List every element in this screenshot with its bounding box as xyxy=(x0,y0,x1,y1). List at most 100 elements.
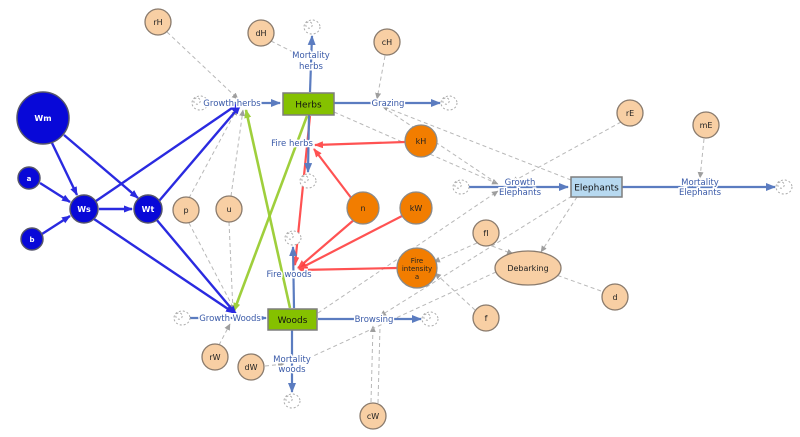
flow-label-fire-herbs[interactable]: Fire herbs xyxy=(270,138,315,151)
flow-label-mortality-herbs-2[interactable]: herbs xyxy=(298,61,326,74)
node-mE[interactable]: mE xyxy=(692,111,720,139)
flow-label-mortality-woods-2[interactable]: woods xyxy=(277,364,308,377)
link-cH-grazing[interactable] xyxy=(375,55,386,100)
node-kH[interactable]: kH xyxy=(404,124,438,158)
cloud-mortality-elephants-sink[interactable] xyxy=(775,179,793,195)
link-d-debarking[interactable] xyxy=(547,271,602,292)
stock-herbs[interactable]: Herbs xyxy=(282,92,335,116)
flow-label-mortality-elephants-1[interactable]: Mortality xyxy=(680,177,721,190)
flow-mortality-herbs[interactable] xyxy=(307,35,316,93)
link-debarking-mortality-woods[interactable] xyxy=(297,271,497,364)
link-Ws-growth-herbs[interactable] xyxy=(95,103,239,202)
node-a[interactable]: a xyxy=(17,166,41,190)
link-n-fire-woods[interactable] xyxy=(297,218,356,269)
link-Wm-Wt[interactable] xyxy=(63,134,139,199)
link-grazing-growth-elephants[interactable] xyxy=(382,106,496,183)
stock-elephants[interactable]: Elephants xyxy=(570,176,623,198)
node-fI[interactable]: fI xyxy=(472,219,500,247)
cloud-grazing-sink[interactable] xyxy=(440,95,458,111)
link-dW-mortality-woods[interactable] xyxy=(264,361,285,368)
flow-fire-herbs[interactable] xyxy=(304,114,313,173)
link-fire-intensity-fire-woods[interactable] xyxy=(299,266,398,274)
flow-label-growth-woods[interactable]: Growth Woods xyxy=(198,313,263,326)
cloud-growth-herbs-source[interactable] xyxy=(191,95,209,111)
link-fI-fire-intensity[interactable] xyxy=(433,242,478,263)
node-Ws[interactable]: Ws xyxy=(69,194,99,224)
link-elephants-browsing[interactable] xyxy=(379,195,573,317)
link-woods-growth-herbs[interactable] xyxy=(244,109,292,309)
node-b[interactable]: b xyxy=(20,227,44,251)
flow-label-growth-elephants-2[interactable]: Elephants xyxy=(497,187,543,200)
node-d[interactable]: d xyxy=(601,283,629,311)
flow-label-mortality-herbs-1[interactable]: Mortality xyxy=(291,50,332,63)
link-p-growth-herbs[interactable] xyxy=(188,108,238,199)
link-Wt-growth-woods[interactable] xyxy=(155,218,237,315)
flow-label-browsing[interactable]: Browsing xyxy=(353,314,395,327)
node-Wt[interactable]: Wt xyxy=(133,194,163,224)
link-mE-mortality-elephants[interactable] xyxy=(697,138,705,179)
node-f[interactable]: f xyxy=(472,304,500,332)
link-cW-browsing-2[interactable] xyxy=(377,326,381,404)
node-a-label: a xyxy=(27,175,32,183)
link-rH-growth-herbs[interactable] xyxy=(166,31,239,100)
link-a-Ws[interactable] xyxy=(39,181,71,204)
flow-label-growth-herbs[interactable]: Growth herbs xyxy=(202,98,263,111)
node-p[interactable]: p xyxy=(172,196,200,224)
link-herbs-growth-elephants[interactable] xyxy=(333,111,499,185)
cloud-mortality-herbs-sink[interactable] xyxy=(303,19,321,35)
node-rE[interactable]: rE xyxy=(616,99,644,127)
flow-label-growth-elephants-1[interactable]: Growth xyxy=(503,177,537,190)
node-kH-label: kH xyxy=(416,137,427,146)
cloud-fire-woods-sink[interactable] xyxy=(284,230,302,246)
node-fire-intensity-label-3: a xyxy=(415,273,419,281)
node-kW[interactable]: kW xyxy=(399,191,433,225)
flow-label-grazing[interactable]: Grazing xyxy=(370,98,406,111)
link-Ws-growth-woods[interactable] xyxy=(93,218,235,314)
node-rH[interactable]: rH xyxy=(144,8,172,36)
node-debarking[interactable]: Debarking xyxy=(494,250,562,286)
link-kW-fire-woods[interactable] xyxy=(298,215,403,270)
link-b-Ws[interactable] xyxy=(41,214,71,236)
node-cW[interactable]: cW xyxy=(359,402,387,430)
node-Wm[interactable]: Wm xyxy=(16,91,70,145)
link-cW-browsing[interactable] xyxy=(369,325,376,403)
node-b-label: b xyxy=(29,236,34,244)
cloud-mortality-woods-sink[interactable] xyxy=(283,393,301,409)
dashed-links xyxy=(166,31,705,404)
flow-label-mortality-elephants-2[interactable]: Elephants xyxy=(677,187,723,200)
link-f-fire-intensity[interactable] xyxy=(434,272,476,311)
link-kH-fire-herbs[interactable] xyxy=(314,140,406,149)
link-elephants-grazing[interactable] xyxy=(381,105,572,181)
cloud-fire-herbs-sink[interactable] xyxy=(299,173,317,189)
link-fI-debarking[interactable] xyxy=(491,245,514,255)
link-herbs-growth-woods[interactable] xyxy=(232,115,309,312)
node-u[interactable]: u xyxy=(215,195,243,223)
node-dW-label: dW xyxy=(245,363,258,372)
link-u-growth-woods[interactable] xyxy=(228,221,236,312)
node-rW[interactable]: rW xyxy=(201,343,229,371)
link-rE-growth-elephants[interactable] xyxy=(511,121,622,183)
node-fI-label: fI xyxy=(483,229,488,238)
link-rW-growth-woods[interactable] xyxy=(218,323,231,346)
node-rW-label: rW xyxy=(209,353,220,362)
link-p-growth-woods[interactable] xyxy=(188,222,236,312)
flow-fire-woods[interactable] xyxy=(289,246,298,309)
link-n-fire-herbs[interactable] xyxy=(313,148,353,200)
link-elephants-debarking[interactable] xyxy=(540,196,578,253)
node-n[interactable]: n xyxy=(346,191,380,225)
node-dH[interactable]: dH xyxy=(247,19,275,47)
cloud-growth-woods-source[interactable] xyxy=(173,310,191,326)
node-fire-intensity[interactable]: Fire intensity a xyxy=(396,247,438,289)
cloud-browsing-sink[interactable] xyxy=(421,311,439,327)
link-u-growth-herbs[interactable] xyxy=(230,109,246,197)
flow-label-fire-woods[interactable]: Fire woods xyxy=(265,269,314,282)
node-cH-label: cH xyxy=(382,38,392,47)
link-Wt-growth-herbs[interactable] xyxy=(158,105,241,202)
node-cH[interactable]: cH xyxy=(373,28,401,56)
node-dW[interactable]: dW xyxy=(237,353,265,381)
link-Wm-Ws[interactable] xyxy=(50,142,79,196)
stock-woods[interactable]: Woods xyxy=(267,308,318,331)
link-dH-mortality-herbs[interactable] xyxy=(270,40,304,58)
flow-label-mortality-woods-1[interactable]: Mortality xyxy=(272,354,313,367)
cloud-growth-elephants-source[interactable] xyxy=(452,179,470,195)
